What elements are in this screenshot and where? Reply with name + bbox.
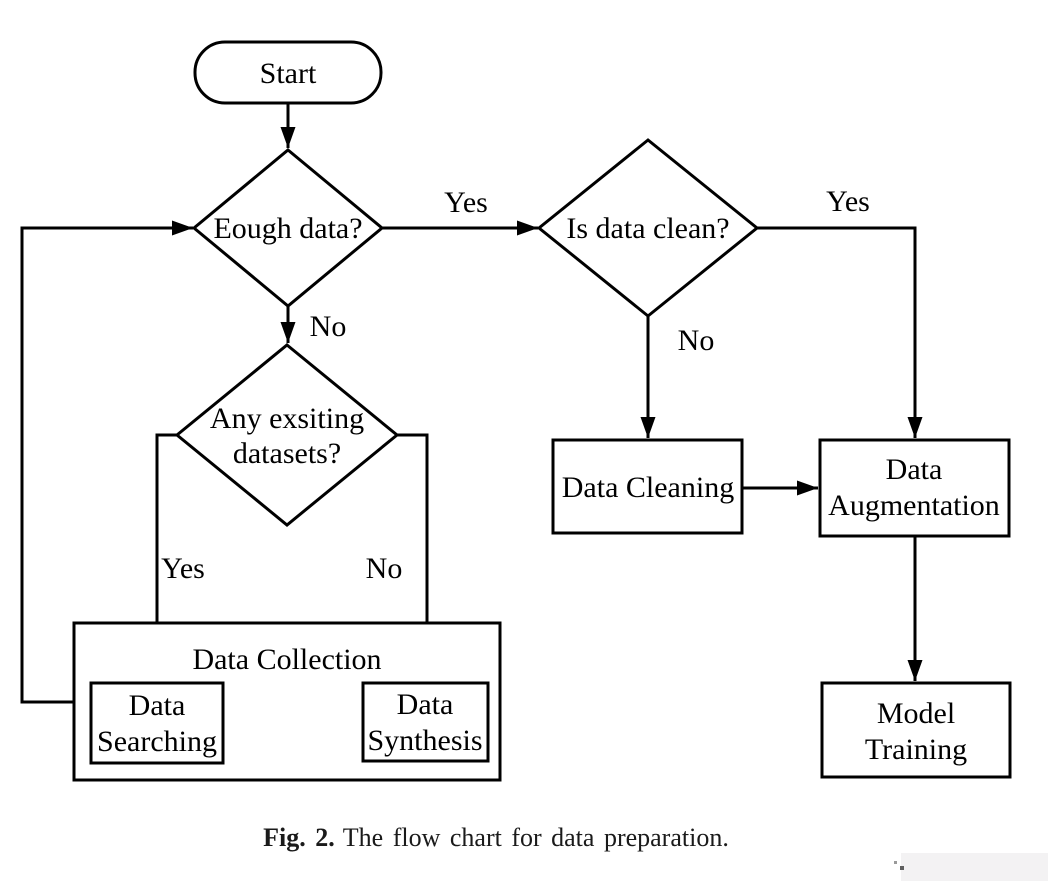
enough-data-label: Eough data? bbox=[213, 212, 362, 245]
figure-caption-number: Fig. 2. bbox=[263, 823, 335, 852]
edge-existing-yes-to-searching bbox=[149, 433, 177, 681]
data-synthesis-label-line1: Data bbox=[397, 688, 454, 721]
edge-label-enough-data-yes: Yes bbox=[444, 186, 488, 219]
any-existing-datasets-label-line1: Any exsiting bbox=[210, 402, 364, 435]
data-cleaning-label: Data Cleaning bbox=[562, 471, 734, 504]
any-existing-datasets-label-line2: datasets? bbox=[233, 437, 341, 470]
is-data-clean-label: Is data clean? bbox=[566, 212, 729, 245]
model-training-label-line2: Training bbox=[865, 733, 967, 766]
is-data-clean-diamond bbox=[536, 138, 760, 318]
start-node bbox=[193, 40, 383, 105]
data-searching-label-line2: Searching bbox=[97, 725, 217, 758]
data-cleaning-box bbox=[551, 438, 744, 535]
data-synthesis-label-line2: Synthesis bbox=[367, 724, 482, 757]
data-augmentation-label-line1: Data bbox=[886, 453, 943, 486]
figure-caption: Fig. 2. The flow chart for data preparati… bbox=[263, 823, 729, 852]
data-searching-label-line1: Data bbox=[129, 689, 186, 722]
data-collection-label: Data Collection bbox=[192, 643, 381, 676]
data-augmentation-label-line2: Augmentation bbox=[828, 489, 1000, 522]
edge-is-clean-yes-to-augmentation bbox=[757, 226, 923, 438]
any-existing-datasets-diamond bbox=[174, 343, 400, 527]
edge-label-is-clean-yes: Yes bbox=[826, 185, 870, 218]
enough-data-diamond bbox=[191, 148, 385, 308]
data-synthesis-box bbox=[361, 681, 490, 763]
edge-existing-no-to-synthesis bbox=[397, 433, 435, 681]
edge-label-existing-yes: Yes bbox=[161, 552, 205, 585]
data-augmentation-box bbox=[818, 438, 1011, 538]
scan-artifact-speck bbox=[894, 861, 897, 864]
edge-label-is-clean-no: No bbox=[678, 324, 715, 357]
model-training-box bbox=[820, 681, 1012, 779]
figure-caption-text: The flow chart for data preparation. bbox=[343, 823, 729, 852]
edge-label-existing-no: No bbox=[366, 552, 403, 585]
start-label: Start bbox=[260, 57, 317, 90]
scan-artifact-band bbox=[901, 853, 1048, 881]
edge-label-enough-data-no: No bbox=[310, 310, 347, 343]
model-training-label-line1: Model bbox=[877, 697, 955, 730]
data-searching-box bbox=[89, 681, 225, 765]
scan-artifact-speck bbox=[900, 866, 904, 870]
edge-loop-collection-to-enough-data bbox=[20, 220, 193, 704]
